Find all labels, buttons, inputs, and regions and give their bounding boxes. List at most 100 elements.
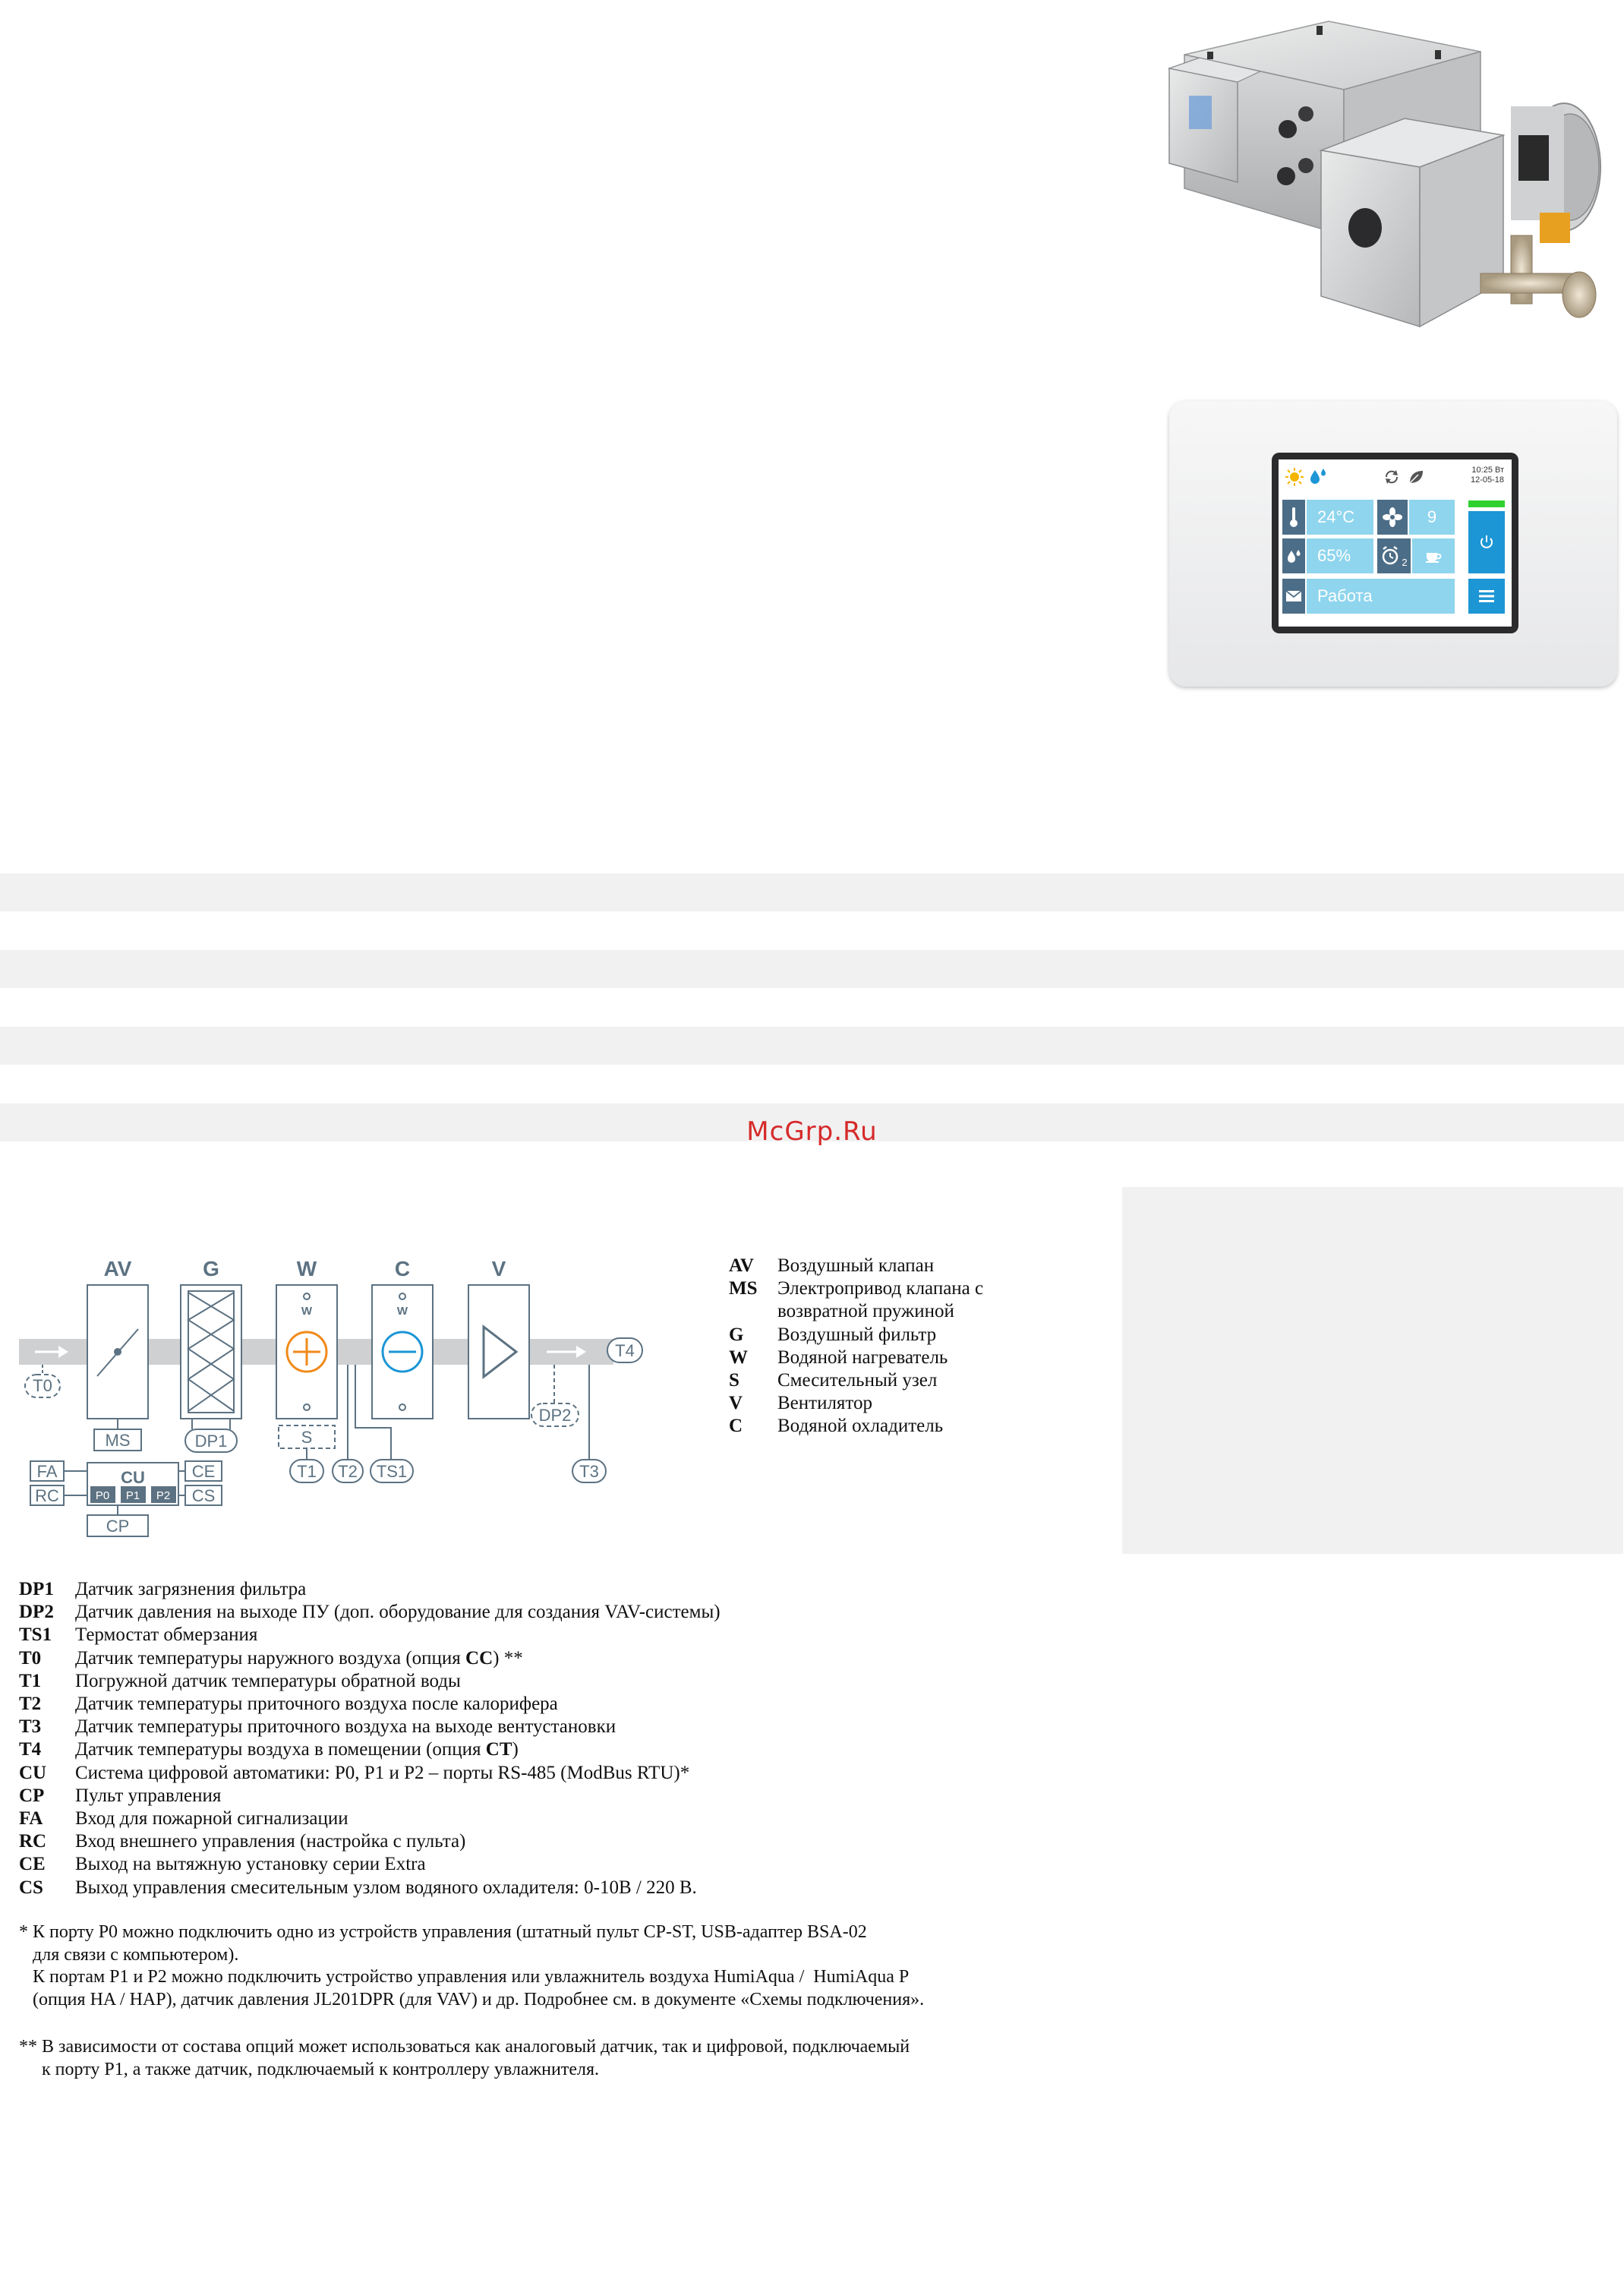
- legend-row: CP Пульт управления: [19, 1785, 1082, 1807]
- humidity-tile[interactable]: [1282, 538, 1305, 573]
- legend-code: T0: [19, 1647, 42, 1669]
- table-stripe-4: [0, 1103, 1624, 1141]
- label-w: W: [297, 1257, 317, 1280]
- label-cp: CP: [106, 1517, 130, 1536]
- eco-leaf-icon: [1409, 471, 1423, 484]
- note-line: (опция HA / HAP), датчик давления JL201D…: [19, 1989, 925, 2010]
- messages-tile[interactable]: [1282, 579, 1305, 614]
- panel-clock: 10:25 Вт 12-05-18: [1471, 466, 1504, 485]
- option-code: CC: [465, 1647, 494, 1669]
- label-av: AV: [104, 1257, 132, 1280]
- label-c: C: [395, 1257, 410, 1280]
- legend-code: C: [729, 1416, 743, 1437]
- coffee-break-tile[interactable]: [1412, 538, 1455, 573]
- note-line: для связи с компьютером).: [19, 1944, 239, 1965]
- side-grey-panel: [1122, 1187, 1623, 1554]
- droplet-icon: [1288, 550, 1301, 563]
- recirculation-icon: [1386, 470, 1398, 484]
- legend-row: CE Выход на вытяжную установку серии Extr…: [19, 1853, 1082, 1876]
- heater-coil-label: W: [301, 1305, 313, 1318]
- legend-text: Воздушный фильтр: [777, 1324, 937, 1345]
- humidity-value[interactable]: 65%: [1307, 538, 1373, 573]
- label-cs: CS: [192, 1486, 216, 1505]
- note-line: ** В зависимости от состава опций может …: [19, 2037, 910, 2057]
- label-t2: T2: [338, 1462, 358, 1481]
- legend-text: Датчик температуры приточного воздуха по…: [75, 1694, 558, 1715]
- table-stripe-2: [0, 950, 1624, 988]
- legend-text: Электропривод клапана с: [777, 1278, 984, 1299]
- legend-code: TS1: [19, 1624, 52, 1646]
- power-icon: [1481, 535, 1493, 548]
- legend-code: S: [729, 1370, 739, 1391]
- legend-text: возвратной пружиной: [777, 1301, 954, 1322]
- label-ms: MS: [106, 1431, 131, 1450]
- note-line: к порту P1, а также датчик, подключаемый…: [19, 2059, 599, 2079]
- footnote-ports: * К порту P0 можно подключить одно из ус…: [19, 1921, 1105, 2011]
- legend-text: Выход на вытяжную установку серии Extra: [75, 1854, 426, 1875]
- power-button[interactable]: [1468, 511, 1505, 573]
- cooler-coil-label: W: [397, 1305, 408, 1318]
- label-s: S: [301, 1428, 313, 1447]
- air-handling-unit-image: [1167, 21, 1601, 328]
- legend-text: Вентилятор: [777, 1393, 873, 1414]
- legend-code: MS: [729, 1278, 758, 1299]
- label-p1: P1: [126, 1489, 140, 1502]
- legend-text: Датчик температуры приточного воздуха на…: [75, 1716, 616, 1738]
- label-ts1: TS1: [377, 1462, 407, 1481]
- footnote-sensor: ** В зависимости от состава опций может …: [19, 2036, 1105, 2081]
- legend-row: T1 Погружной датчик температуры обратной …: [19, 1670, 1082, 1693]
- legend-row: S Смесительный узел: [729, 1369, 1048, 1392]
- legend-row: RC Вход внешнего управления (настройка с …: [19, 1830, 1082, 1853]
- label-cu: CU: [121, 1468, 145, 1487]
- legend-code: V: [729, 1393, 743, 1414]
- label-dp2: DP2: [539, 1406, 572, 1425]
- watermark: McGrp.Ru: [746, 1116, 878, 1147]
- legend-text: Погружной датчик температуры обратной во…: [75, 1670, 461, 1691]
- table-stripe-3: [0, 1027, 1624, 1065]
- timer-tile[interactable]: 2: [1377, 538, 1411, 573]
- legend-text: Вход внешнего управления (настройка с пу…: [75, 1831, 466, 1852]
- legend-code: DP2: [19, 1602, 54, 1623]
- menu-icon: [1479, 590, 1494, 602]
- label-dp1: DP1: [195, 1432, 228, 1451]
- legend-row: MS Электропривод клапана с: [729, 1277, 1048, 1300]
- fan-icon: [1383, 507, 1402, 527]
- label-t0: T0: [33, 1376, 52, 1395]
- legend-code: T1: [19, 1670, 42, 1691]
- legend-code: CE: [19, 1854, 46, 1875]
- legend-code: RC: [19, 1831, 47, 1852]
- legend-text: Водяной нагреватель: [777, 1347, 948, 1368]
- label-ce: CE: [192, 1462, 216, 1481]
- legend-code: AV: [729, 1255, 754, 1276]
- label-t4: T4: [615, 1341, 635, 1360]
- temperature-value[interactable]: 24°C: [1307, 500, 1373, 535]
- functional-diagram: AV G W C V W W T0 T4 MS DP1 S T1 T2 TS1 …: [19, 1257, 643, 1537]
- legend-code: CP: [19, 1785, 45, 1806]
- legend-text: Выход управления смесительным узлом водя…: [75, 1877, 697, 1898]
- menu-button[interactable]: [1468, 579, 1505, 614]
- fan-tile[interactable]: [1377, 500, 1408, 535]
- legend-row: TS1 Термостат обмерзания: [19, 1624, 1082, 1646]
- legend-text: Термостат обмерзания: [75, 1624, 258, 1646]
- legend-code: [729, 1300, 777, 1323]
- legend-text: Пульт управления: [75, 1785, 222, 1806]
- status-value[interactable]: Работа: [1307, 579, 1455, 614]
- label-fa: FA: [37, 1462, 58, 1481]
- legend-text: Смесительный узел: [777, 1370, 938, 1391]
- fan-speed-value[interactable]: 9: [1409, 500, 1455, 535]
- legend-row: возвратной пружиной: [729, 1300, 1048, 1323]
- envelope-icon: [1286, 591, 1301, 601]
- legend-code: T2: [19, 1694, 42, 1715]
- temperature-tile[interactable]: [1282, 500, 1305, 535]
- option-code: CT: [485, 1739, 512, 1760]
- legend-text: Датчик температуры воздуха в помещении (…: [75, 1739, 486, 1760]
